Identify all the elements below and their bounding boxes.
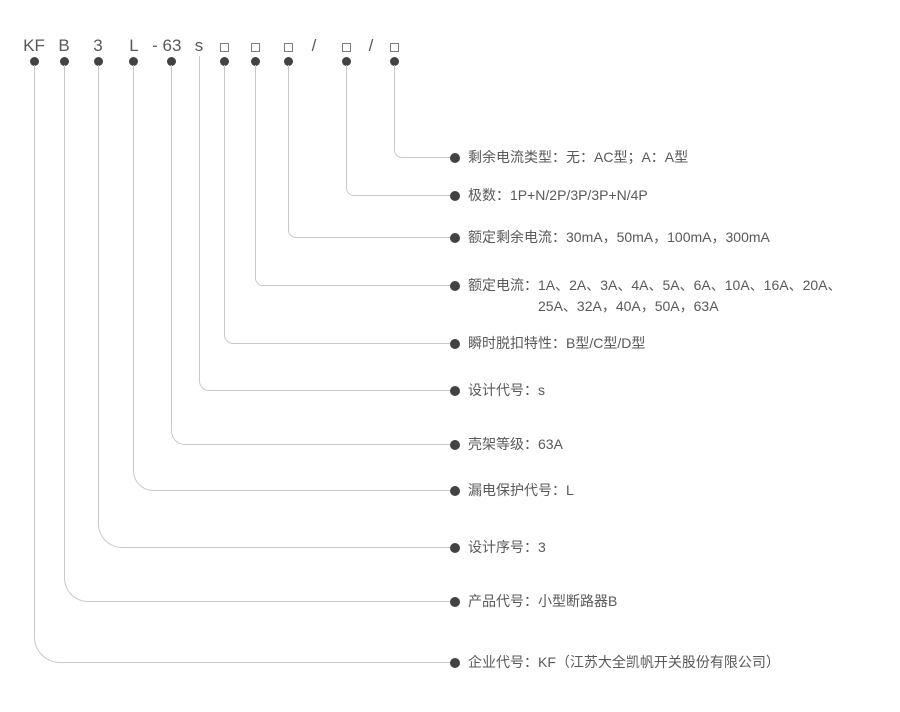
code-segment-s: s [194,36,204,55]
dot-bullet-icon [94,57,103,66]
dot-bullet-icon [450,233,460,243]
code-segment-3: 3 [93,36,103,55]
empty-box-icon [390,43,399,52]
legend-text-trip-curve: 瞬时脱扣特性：B型/C型/D型 [468,335,646,351]
empty-box-icon [284,43,293,52]
code-segment-dash: - [152,36,158,55]
legend-text-frame-rating: 壳架等级：63A [468,436,563,452]
legend-text-rated-current-line2: 25A、32A，40A，50A，63A [538,298,719,314]
legend-text-product-code: 产品代号：小型断路器B [468,593,618,609]
empty-box-icon [342,43,351,52]
dot-bullet-icon [450,440,460,450]
dot-bullet-icon [390,57,399,66]
code-segment-63: 63 [162,36,182,55]
empty-box-icon [220,43,229,52]
dot-bullet-icon [284,57,293,66]
dot-bullet-icon [251,57,260,66]
dot-bullet-icon [129,57,138,66]
connector-line-poles [346,65,451,196]
legend-text-residual-type: 剩余电流类型：无：AC型；A：A型 [468,149,689,165]
legend-text-residual-current: 额定剩余电流：30mA，50mA，100mA，300mA [468,229,770,245]
dot-bullet-icon [450,281,460,291]
connector-line-design-code [199,56,451,391]
legend-text-leakage-code: 漏电保护代号：L [468,482,574,498]
code-segment-slash1: / [311,36,317,55]
legend-text-design-serial: 设计序号：3 [468,539,546,555]
code-segment-kf: KF [23,36,45,55]
connector-line-enterprise-code [34,65,451,663]
dot-bullet-icon [342,57,351,66]
connector-line-trip-curve [224,65,451,344]
connector-line-leakage-code [133,65,451,491]
dot-bullet-icon [60,57,69,66]
code-segment-slash2: / [368,36,374,55]
legend-text-poles: 极数：1P+N/2P/3P/3P+N/4P [468,187,648,203]
code-segment-b: B [58,36,70,55]
connector-line-frame-rating [171,65,451,445]
legend-text-rated-current-line1: 额定电流：1A、2A、3A、4A、5A、6A、10A、16A、20A、 [468,277,842,293]
code-segment-l: L [129,36,139,55]
dot-bullet-icon [450,597,460,607]
dot-bullet-icon [450,386,460,396]
dot-bullet-icon [450,191,460,201]
legend-text-design-code: 设计代号：s [468,382,545,398]
connector-line-residual-type [394,65,451,158]
dot-bullet-icon [167,57,176,66]
empty-box-icon [251,43,260,52]
legend-text-rated-current: 额定电流：1A、2A、3A、4A、5A、6A、10A、16A、20A、 25A、… [468,275,841,317]
dot-bullet-icon [220,57,229,66]
dot-bullet-icon [450,153,460,163]
dot-bullet-icon [30,57,39,66]
dot-bullet-icon [450,339,460,349]
connector-line-residual-current [288,65,451,238]
connector-line-product-code [64,65,451,602]
legend-text-enterprise-code: 企业代号：KF（江苏大全凯帆开关股份有限公司） [468,654,780,670]
dot-bullet-icon [450,543,460,553]
connector-line-rated-current [255,65,451,286]
connector-line-design-serial [98,65,451,548]
dot-bullet-icon [450,486,460,496]
dot-bullet-icon [450,658,460,668]
